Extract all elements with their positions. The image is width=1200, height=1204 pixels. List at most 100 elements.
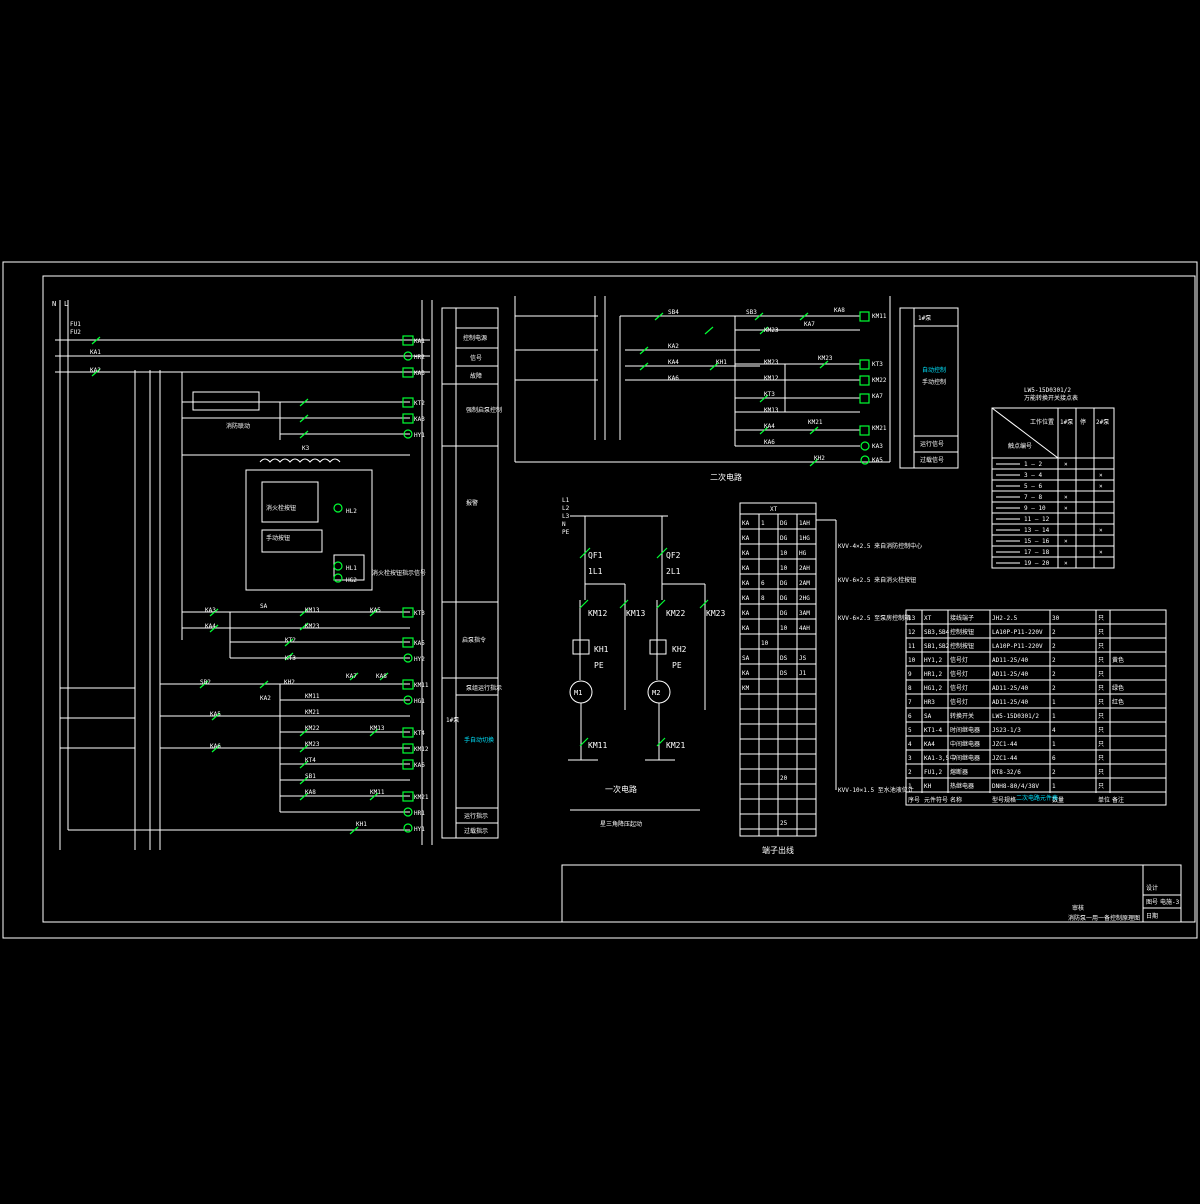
- cable-label: 2L1: [666, 567, 681, 576]
- parts-cell: 1: [908, 783, 912, 790]
- parts-cell: AD11-25/40: [992, 657, 1029, 664]
- lamp-label: HG1: [414, 698, 425, 705]
- sec-label: KM23: [764, 359, 779, 366]
- switch-mark: ×: [1064, 494, 1068, 501]
- terminal-cell: 25: [780, 820, 788, 827]
- parts-header: 名称: [950, 796, 962, 804]
- contact-label: KM11: [305, 693, 320, 700]
- parts-cell: 6: [1052, 755, 1056, 762]
- terminal-cell: 3AM: [799, 610, 810, 617]
- cable-note: KVV-6×2.5 至泵房控制箱: [838, 614, 910, 622]
- switch-mark: ×: [1064, 461, 1068, 468]
- parts-cell: 只: [1098, 685, 1104, 692]
- parts-cell: LW5-15D0301/2: [992, 713, 1039, 720]
- sec-label: SB4: [668, 309, 679, 316]
- parts-cell: 11: [908, 643, 916, 650]
- parts-cell: SB3,SB4: [924, 629, 950, 636]
- pe-label: PE: [594, 661, 604, 670]
- switch-table-title: LW5-15D0301/2: [1024, 387, 1071, 394]
- sec-label: KA5: [872, 457, 883, 464]
- switch-contact-pair: 13 — 14: [1024, 527, 1050, 534]
- parts-cell: 控制按钮: [950, 642, 974, 650]
- terminal-cell: KA: [742, 535, 750, 542]
- sec-label: KA8: [834, 307, 845, 314]
- project-title: 消防泵一用一备控制原理图: [1068, 914, 1140, 922]
- contact-label: SB1: [305, 773, 316, 780]
- terminal-cell: KA: [742, 670, 750, 677]
- terminal-cell: 10: [761, 640, 769, 647]
- bus-label: N: [52, 300, 56, 308]
- parts-cell: 7: [908, 699, 912, 706]
- breaker-label: QF1: [588, 551, 603, 560]
- sec-label: KA7: [804, 321, 815, 328]
- terminal-cell: DG: [780, 610, 788, 617]
- contactor-label: KM21: [666, 741, 685, 750]
- lamp-label: KM12: [414, 746, 429, 753]
- parts-cell: FU1,2: [924, 769, 942, 776]
- contact-label: KT2: [285, 637, 296, 644]
- desc-label: 故障: [470, 372, 482, 380]
- lamp-label: KA6: [414, 762, 425, 769]
- parts-cell: 热继电器: [950, 782, 974, 790]
- terminal-cell: DS: [780, 670, 788, 677]
- lamp-label: KA3: [414, 370, 425, 377]
- terminal-cell: DG: [780, 580, 788, 587]
- switch-mark: ×: [1064, 505, 1068, 512]
- terminal-cell: JS: [799, 655, 807, 662]
- parts-cell: 4: [1052, 727, 1056, 734]
- contact-label: KM21: [305, 709, 320, 716]
- parts-cell: 熔断器: [950, 768, 968, 776]
- parts-caption: 二次电路元件表: [1016, 794, 1058, 802]
- parts-cell: AD11-25/40: [992, 699, 1029, 706]
- parts-cell: 绿色: [1112, 684, 1124, 692]
- desc-label: 手自动切换: [464, 736, 494, 744]
- switch-mark: ×: [1099, 549, 1103, 556]
- desc-label: 控制电源: [463, 334, 487, 342]
- parts-cell: 8: [908, 685, 912, 692]
- contactor-label: KM13: [626, 609, 645, 618]
- contact-label: KA2: [90, 367, 101, 374]
- contactor-label: KM12: [588, 609, 607, 618]
- contact-label: KM13: [305, 607, 320, 614]
- switch-contact-pair: 15 — 16: [1024, 538, 1050, 545]
- contact-label: KH2: [284, 679, 295, 686]
- parts-cell: JS23-1/3: [992, 727, 1021, 734]
- phase-label: L3: [562, 513, 570, 520]
- cable-note: KVV-6×2.5 来自消火栓按钮: [838, 576, 916, 584]
- drawing-number: 电施-3: [1160, 898, 1180, 906]
- terminal-title: 端子出线: [762, 845, 794, 855]
- parts-cell: 只: [1098, 713, 1104, 720]
- parts-cell: 2: [1052, 685, 1056, 692]
- lamp-label: KA5: [414, 640, 425, 647]
- parts-cell: 信号灯: [950, 656, 968, 664]
- terminal-cell: DS: [780, 655, 788, 662]
- sec-label: KM21: [808, 419, 823, 426]
- terminal-cell: KA: [742, 565, 750, 572]
- parts-cell: KH: [924, 783, 932, 790]
- contactor-label: KM11: [588, 741, 607, 750]
- contact-label: KA5: [210, 711, 221, 718]
- sec-label: KA4: [668, 359, 679, 366]
- cable-label: 1L1: [588, 567, 603, 576]
- parts-cell: 信号灯: [950, 684, 968, 692]
- motor-label: M2: [652, 689, 660, 697]
- note-label: 消火栓按钮: [266, 504, 296, 512]
- cable-note: KVV-10×1.5 至水池液位计: [838, 786, 914, 794]
- parts-cell: 2: [1052, 657, 1056, 664]
- lamp-label: KM21: [414, 794, 429, 801]
- primary-circuit: L1 L2 L3 N PE QF1 QF2 1L1 2L1 KM12 KM13 …: [562, 497, 725, 828]
- parts-cell: SB1,SB2: [924, 643, 950, 650]
- parts-cell: 只: [1098, 657, 1104, 664]
- parts-cell: HR3: [924, 699, 935, 706]
- parts-header: 备注: [1112, 796, 1124, 804]
- parts-cell: JZC1-44: [992, 741, 1018, 748]
- breaker-label: QF2: [666, 551, 681, 560]
- switch-contact-pair: 11 — 12: [1024, 516, 1050, 523]
- contact-label: KA2: [260, 695, 271, 702]
- parts-cell: 信号灯: [950, 698, 968, 706]
- terminal-cell: J1: [799, 670, 807, 677]
- motor-label: M1: [574, 689, 582, 697]
- contact-label: KA5: [370, 607, 381, 614]
